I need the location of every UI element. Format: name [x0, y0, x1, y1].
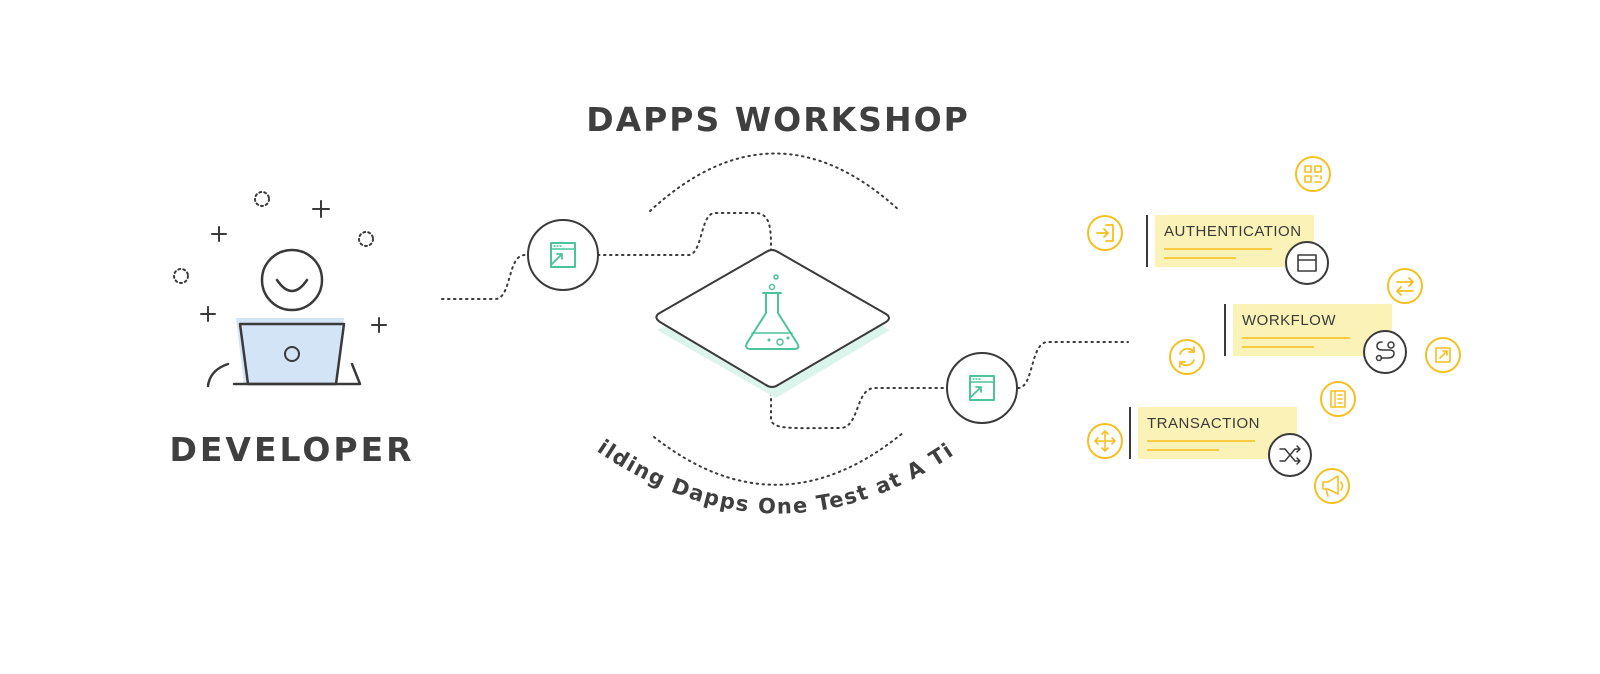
browser-node-right	[946, 352, 1018, 424]
refresh-icon	[1169, 339, 1205, 375]
connector-developer-to-workshop	[441, 254, 526, 300]
move-arrows-icon	[1087, 423, 1123, 459]
connector-workshop-to-features	[1017, 341, 1129, 389]
feature-card-transaction: TRANSACTION	[1129, 407, 1312, 477]
browser-node-left	[527, 219, 599, 291]
tagline: Building Dapps One Test at A Time	[0, 0, 958, 519]
feature-label-workflow: WORKFLOW	[1242, 312, 1336, 329]
feature-label-transaction: TRANSACTION	[1147, 415, 1260, 432]
ledger-icon	[1320, 381, 1356, 417]
connector-diamond-to-node	[770, 386, 947, 430]
browser-window-icon	[969, 375, 995, 401]
flask-icon	[745, 274, 800, 350]
shuffle-icon	[1268, 433, 1312, 477]
feature-label-authentication: AUTHENTICATION	[1164, 223, 1302, 240]
connector-node-to-diamond	[597, 212, 772, 256]
laptop-icon	[206, 318, 362, 388]
browser-window-icon	[550, 242, 576, 268]
workshop-diamond	[655, 249, 890, 398]
sparkle-decoration	[173, 191, 387, 333]
feature-card-workflow: WORKFLOW	[1224, 304, 1407, 374]
smiling-face-icon	[260, 248, 324, 312]
page-title: DAPPS WORKSHOP	[586, 100, 970, 139]
login-icon	[1087, 215, 1123, 251]
megaphone-icon	[1314, 468, 1350, 504]
developer-figure	[173, 191, 387, 388]
developer-label: DEVELOPER	[169, 430, 414, 469]
orbit-arc-top	[649, 152, 901, 212]
route-icon	[1363, 330, 1407, 374]
window-icon	[1285, 241, 1329, 285]
external-link-icon	[1425, 337, 1461, 373]
orbit-arc-bottom	[653, 431, 905, 486]
feature-card-authentication: AUTHENTICATION	[1146, 215, 1329, 285]
qr-code-icon	[1295, 156, 1331, 192]
swap-arrows-icon	[1387, 268, 1423, 304]
